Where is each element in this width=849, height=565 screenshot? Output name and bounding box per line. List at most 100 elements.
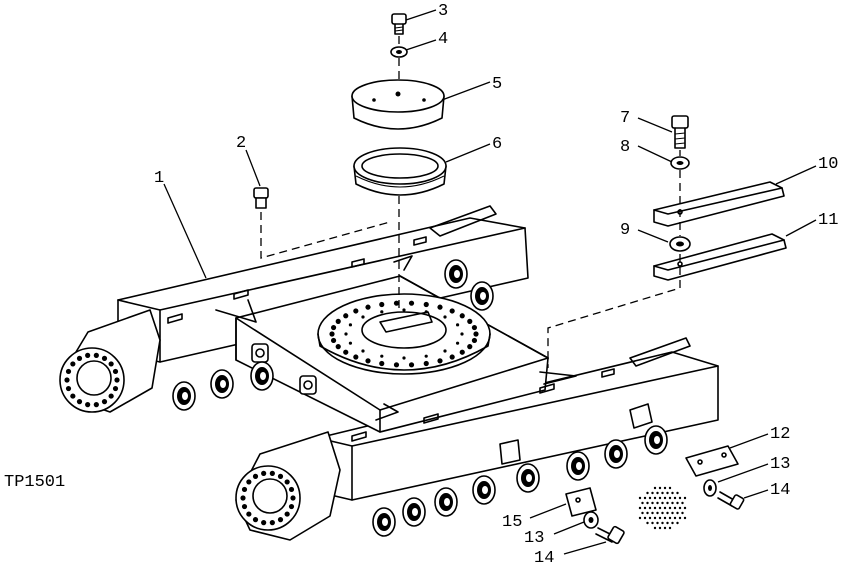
- shading-dot: [658, 516, 662, 520]
- idler-tooth: [241, 503, 248, 510]
- shading-dot: [638, 516, 642, 520]
- shading-dot: [653, 496, 657, 500]
- roller-hub: [482, 486, 488, 494]
- idler-tooth: [246, 511, 252, 517]
- shading-dot: [663, 496, 667, 500]
- part-5-cover: [351, 79, 445, 130]
- roller-hub: [614, 450, 620, 458]
- shading-dot: [648, 496, 652, 500]
- shading-dot: [671, 501, 674, 505]
- shading-dot: [653, 516, 657, 520]
- idler-tooth: [101, 355, 108, 361]
- roller-hub: [576, 462, 582, 470]
- callout-14-lower: 14: [534, 549, 554, 565]
- bolt-hole: [471, 324, 478, 331]
- inner-bolt-hole: [380, 354, 384, 358]
- track-rollers: [172, 259, 668, 537]
- dotted-shading: [638, 486, 687, 530]
- shading-dot: [671, 521, 674, 525]
- bolt-hole: [471, 337, 478, 344]
- idler-tooth: [85, 402, 91, 408]
- idler-tooth: [70, 361, 76, 367]
- bolt-hole: [408, 300, 415, 306]
- inner-bolt-hole: [348, 341, 353, 345]
- callout-13-lower: 13: [524, 529, 544, 548]
- idler-tooth: [93, 402, 99, 408]
- callout-2: 2: [236, 134, 246, 153]
- part-2-grease-fitting: [253, 187, 269, 209]
- part-4-washer: [390, 46, 408, 58]
- shading-dot: [668, 516, 672, 520]
- idler-tooth: [65, 385, 72, 392]
- shading-dot: [673, 506, 677, 510]
- shading-dot: [651, 511, 654, 515]
- roller-hub: [182, 392, 188, 400]
- inner-bolt-hole: [455, 341, 460, 345]
- idler-tooth: [65, 368, 72, 375]
- shading-dot: [676, 521, 679, 525]
- shading-dot: [683, 506, 687, 510]
- callout-6: 6: [492, 135, 502, 154]
- bolt-hole: [393, 362, 400, 368]
- part-13-washer-right: [703, 479, 717, 497]
- bolt-hole: [437, 358, 443, 364]
- inner-bolt-hole: [402, 308, 406, 312]
- shading-dot: [646, 501, 649, 505]
- front-idler-right: [235, 431, 341, 541]
- idler-tooth: [85, 352, 91, 358]
- part-6-seal-ring: [353, 147, 447, 196]
- inner-bolt-hole: [455, 323, 460, 327]
- bolt-hole: [393, 300, 400, 306]
- shading-dot: [683, 516, 687, 520]
- shading-dot: [641, 501, 644, 505]
- bolt-hole: [329, 331, 335, 337]
- callout-10: 10: [818, 155, 838, 174]
- bolt-hole: [330, 324, 337, 331]
- callout-1: 1: [154, 169, 164, 188]
- callout-11: 11: [818, 211, 838, 230]
- shading-dot: [651, 501, 654, 505]
- idler-tooth: [269, 520, 275, 526]
- callout-9: 9: [620, 221, 630, 240]
- shading-dot: [658, 486, 662, 490]
- idler-tooth: [112, 385, 119, 392]
- shading-dot: [678, 516, 682, 520]
- shading-dot: [646, 521, 649, 525]
- part-7-cap-screw: [671, 115, 689, 149]
- shading-dot: [671, 491, 674, 495]
- callout-8: 8: [620, 138, 630, 157]
- shading-dot: [661, 501, 664, 505]
- part-13-washer-lower: [583, 511, 599, 529]
- bolt-hole: [467, 344, 473, 350]
- shading-dot: [676, 511, 679, 515]
- part-3-cap-screw: [391, 13, 407, 35]
- bolt-hole: [330, 337, 337, 344]
- inner-bolt-hole: [348, 323, 353, 327]
- bolt-hole: [408, 362, 415, 368]
- shading-dot: [643, 516, 647, 520]
- part-9-washer: [669, 236, 691, 252]
- figure-code: TP1501: [4, 473, 65, 492]
- shading-dot: [668, 526, 672, 530]
- roller-hub: [220, 380, 226, 388]
- inner-bolt-hole: [443, 349, 447, 353]
- idler-tooth: [269, 470, 275, 476]
- bolt-hole: [335, 344, 341, 350]
- idler-tooth: [101, 399, 108, 405]
- shading-dot: [646, 491, 649, 495]
- shading-dot: [646, 511, 649, 515]
- shading-dot: [673, 516, 677, 520]
- bolt-hole: [459, 313, 465, 319]
- idler-tooth: [284, 479, 290, 485]
- bolt-hole: [379, 301, 385, 308]
- shading-dot: [661, 511, 664, 515]
- front-idler-left: [59, 309, 161, 413]
- bolt-hole: [379, 360, 385, 367]
- idler-tooth: [288, 503, 295, 510]
- roller-hub: [412, 508, 418, 516]
- inner-bolt-hole: [361, 349, 365, 353]
- idler-tooth: [261, 470, 267, 476]
- shading-dot: [668, 496, 672, 500]
- shading-dot: [681, 511, 684, 515]
